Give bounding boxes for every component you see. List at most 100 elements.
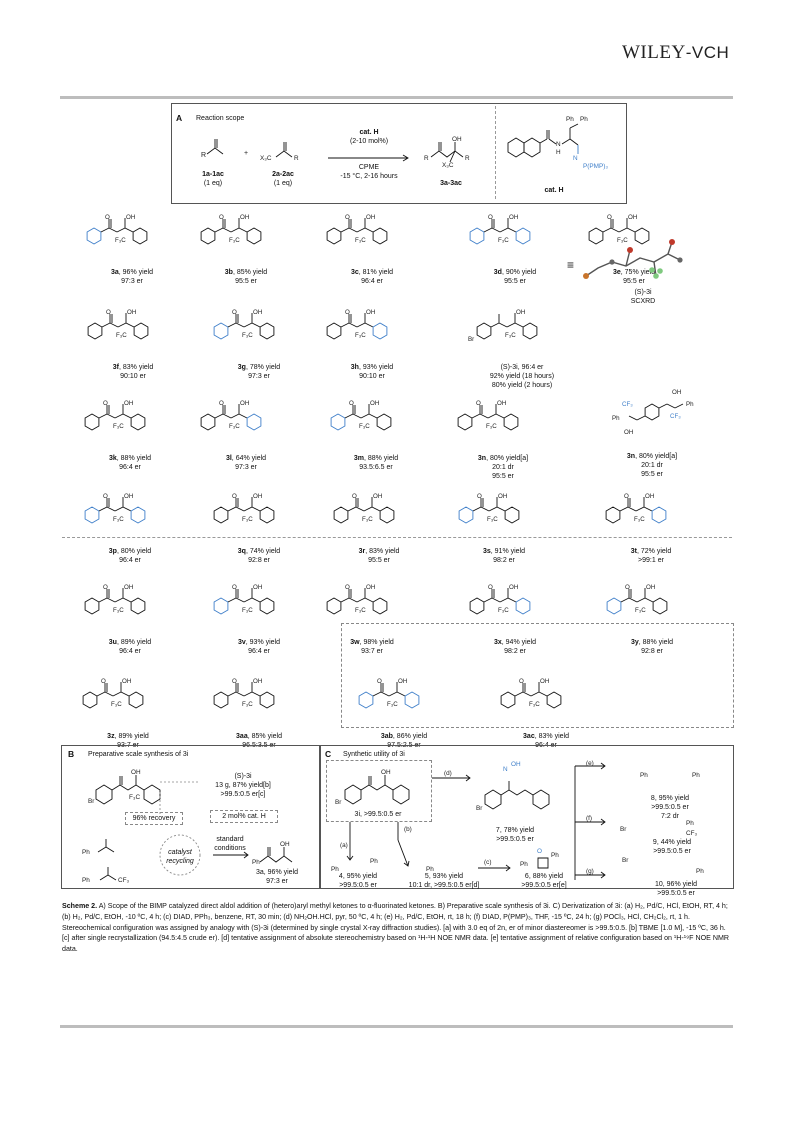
- step-c: (c): [484, 859, 492, 866]
- compound-yield: 94% yield: [505, 639, 537, 646]
- svg-text:O: O: [607, 214, 612, 221]
- scheme-text: A) Scope of the BIMP catalyzed direct al…: [62, 902, 729, 954]
- compound-yield: 89% yield: [120, 639, 152, 646]
- p4-yield: 4, 95% yield: [338, 873, 378, 880]
- p9-cf3: CF₃: [686, 830, 698, 837]
- catalyst-ph1: Ph: [566, 116, 574, 123]
- compound-er: 97:3 er: [235, 464, 257, 472]
- step-a: (a): [340, 842, 348, 849]
- conditions-loading: (2-10 mol%): [349, 138, 389, 146]
- catalyst-n-blue: N: [573, 155, 578, 162]
- compound-name: 3b: [224, 269, 233, 276]
- svg-text:O: O: [352, 493, 357, 500]
- p6-ph1: Ph: [520, 861, 528, 868]
- panel-b-scale: 13 g, 87% yield[b]: [215, 782, 271, 790]
- svg-text:O: O: [106, 309, 111, 316]
- panel-c-box: [320, 745, 734, 889]
- svg-text:F₃C: F₃C: [242, 516, 253, 523]
- compound-yield: 83% yield: [538, 733, 569, 740]
- compound-name: 3aa: [236, 733, 248, 740]
- compound-er: 96:4 er: [119, 464, 141, 472]
- svg-text:F₃C: F₃C: [529, 701, 540, 708]
- reagent1-caption: 1a-1ac(1 eq): [191, 170, 235, 188]
- svg-text:OH: OH: [509, 214, 518, 221]
- svg-text:OH: OH: [240, 400, 249, 407]
- panel-b-br: Br: [88, 798, 95, 805]
- p4-er: >99.5:0.5 er: [339, 882, 377, 890]
- compound-er: 96:4 er: [119, 648, 141, 656]
- svg-text:O: O: [101, 678, 106, 685]
- compound-yield: 88% yield: [367, 455, 399, 462]
- compound-name: 3ab: [380, 733, 393, 740]
- p9-er: >99.5:0.5 er: [653, 848, 691, 856]
- svg-text:O: O: [232, 493, 237, 500]
- compound-name: 3n: [477, 455, 487, 462]
- panel-c-oh: OH: [381, 769, 391, 776]
- compound-name: 3r: [358, 548, 366, 555]
- compound-er: 96:4 er: [361, 278, 383, 286]
- compound-er: 97:3 er: [121, 278, 143, 286]
- compound-yield: 85% yield: [251, 733, 282, 740]
- compound-yield: 90% yield: [505, 269, 537, 276]
- compound-er: 92:8 er: [641, 648, 663, 656]
- oxime-br: Br: [476, 805, 483, 812]
- fluorine-box: [341, 623, 734, 728]
- brand-name: WILEY: [622, 42, 686, 63]
- svg-text:OH: OH: [124, 400, 133, 407]
- compound-name: 3c: [350, 269, 359, 276]
- xray-name: (S)-3i: [634, 289, 652, 296]
- top-rule: [60, 96, 733, 99]
- p8-dr: 7:2 dr: [661, 813, 679, 821]
- compound-name: 3u: [108, 639, 117, 646]
- svg-text:OH: OH: [124, 584, 133, 591]
- panel-b-result-yield: 3a, 96% yield: [255, 869, 299, 876]
- svg-text:OH: OH: [366, 214, 375, 221]
- compound-name: 3g: [237, 364, 246, 371]
- xray-method: SCXRD: [630, 298, 656, 306]
- compound-er: 90:10 er: [120, 373, 146, 381]
- compound-er: 90:10 er: [359, 373, 385, 381]
- p10-br: Br: [622, 857, 629, 864]
- svg-text:O: O: [219, 400, 224, 407]
- compound-yield: 78% yield: [249, 364, 281, 371]
- compound-name: (S)-3i, 96:4 er: [500, 364, 544, 371]
- compound-er: 92:8 er: [248, 557, 270, 565]
- compound-yield: 64% yield: [235, 455, 267, 462]
- oxime-oh: OH: [511, 761, 521, 768]
- panel-b-recovery: 96% recovery: [125, 812, 183, 825]
- panel-c-start-box: [326, 760, 432, 822]
- compound-yield: 81% yield: [362, 269, 394, 276]
- product-name: 3a-3ac: [440, 180, 462, 187]
- compound-yield: 91% yield: [494, 548, 526, 555]
- p8-yield: 8, 95% yield: [650, 795, 690, 802]
- compound-name: 3p: [108, 548, 117, 555]
- compound-er: 96:4 er: [119, 557, 141, 565]
- compound-yield: 80% yield[a]: [489, 455, 529, 462]
- compound-yield: 72% yield: [640, 548, 672, 555]
- svg-text:O: O: [219, 214, 224, 221]
- reagent2-name: 2a-2ac: [272, 171, 294, 178]
- svg-text:O: O: [476, 400, 481, 407]
- compound-er: 93.5:6.5 er: [359, 464, 393, 472]
- reagent2-equiv: (1 eq): [273, 180, 293, 188]
- p7-er: >99.5:0.5 er: [496, 836, 534, 844]
- svg-text:F₃C: F₃C: [355, 332, 366, 339]
- svg-text:OH: OH: [398, 678, 407, 685]
- svg-text:CF₃: CF₃: [622, 401, 633, 408]
- svg-text:O: O: [625, 584, 630, 591]
- p9-br: Br: [620, 826, 627, 833]
- p8-ph1: Ph: [640, 772, 648, 779]
- svg-text:F₃C: F₃C: [115, 237, 126, 244]
